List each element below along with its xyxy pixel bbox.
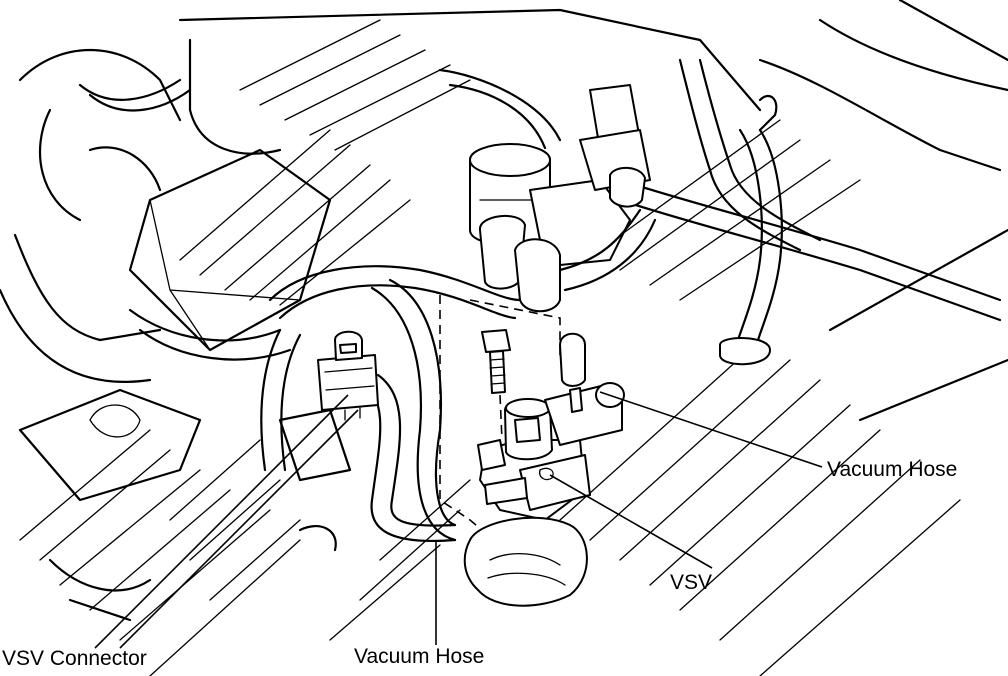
- background-hoses: [78, 58, 1002, 366]
- leader-vacuum-hose-right: [599, 391, 823, 468]
- leader-lines: [94, 391, 823, 649]
- vsv-connector-label: VSV Connector: [2, 647, 147, 670]
- leader-vsv: [549, 474, 713, 569]
- vacuum-hose-loop: [260, 265, 522, 542]
- vsv-part: [463, 332, 625, 607]
- vsv-label: VSV: [670, 571, 713, 594]
- leader-vsv-connector-2: [119, 409, 359, 649]
- bolt-part: [481, 329, 511, 394]
- vacuum-hose-bottom-label: Vacuum Hose: [354, 645, 485, 668]
- vsv-connector-part: [317, 330, 379, 421]
- leader-vsv-connector: [94, 394, 349, 649]
- vacuum-hose-right-label: Vacuum Hose: [827, 458, 958, 481]
- vacuum-canister: [469, 84, 657, 313]
